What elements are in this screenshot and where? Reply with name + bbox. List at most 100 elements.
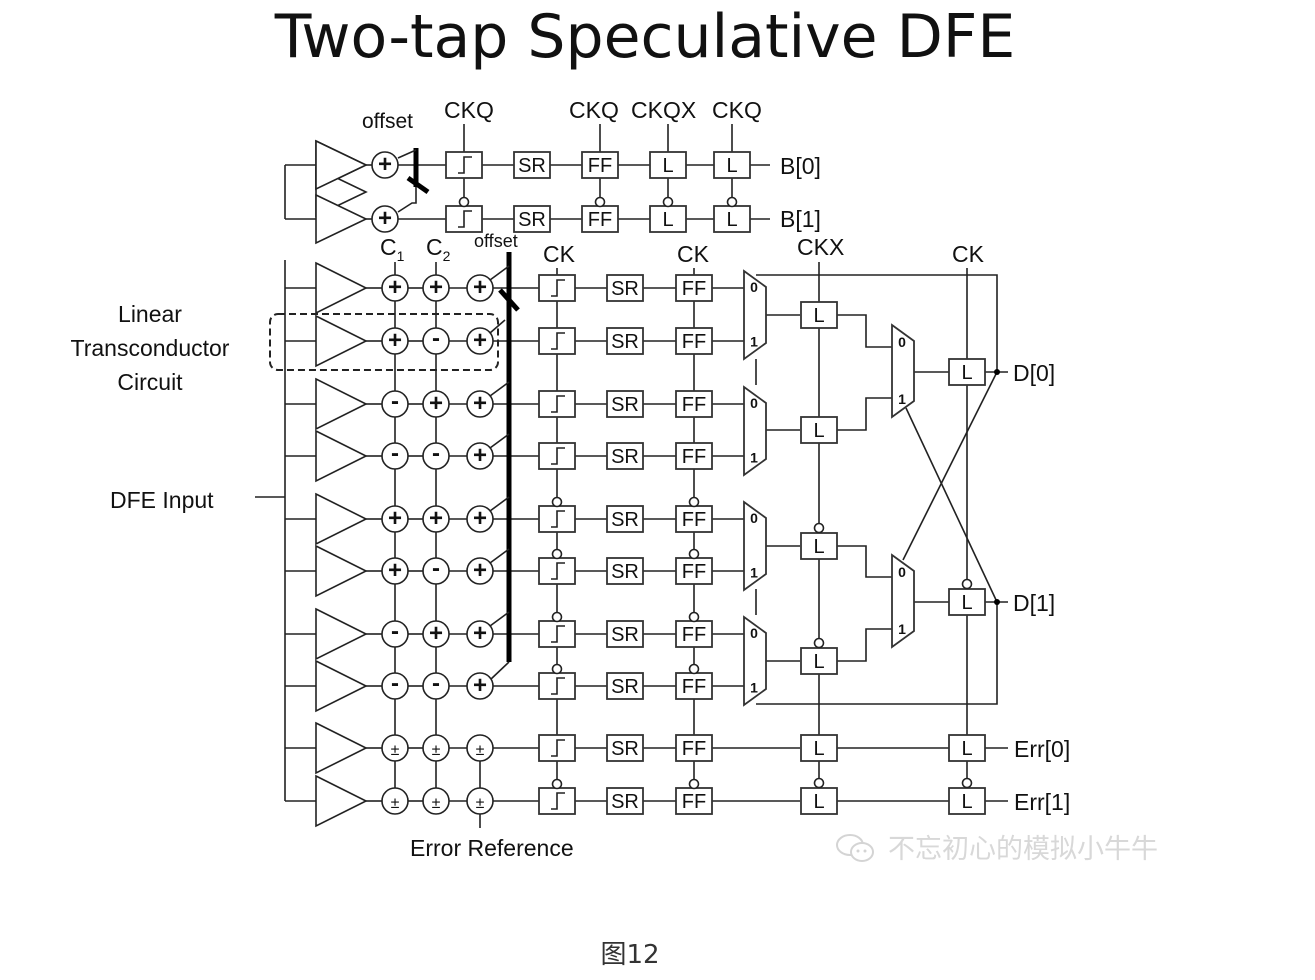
ff-clock-bubble	[688, 778, 700, 790]
top-latch-a-1-label: L	[662, 209, 673, 231]
flip-flop-0	[675, 274, 713, 302]
flip-flop-0-label: FF	[682, 278, 706, 300]
output-b0: B[0]	[780, 153, 821, 179]
amplifier-3-1	[315, 659, 368, 713]
figure-caption: 图12	[600, 940, 660, 970]
latch-stage2-3	[800, 647, 838, 675]
top-summer-1	[371, 205, 399, 233]
c1-summer-9-sign: ±	[391, 795, 400, 812]
shift-register-1-label: SR	[611, 331, 639, 353]
flip-flop-9-label: FF	[682, 791, 706, 813]
output-b1: B[1]	[780, 206, 821, 232]
c2-label: C2	[426, 234, 451, 264]
mux-stage2-1-in1-label: 1	[898, 621, 906, 637]
mux-stage1-1-in0-label: 0	[750, 395, 758, 411]
mux-stage2-0	[891, 323, 915, 419]
amplifier-1-0	[315, 377, 368, 431]
err-latch-b-0-label: L	[961, 738, 972, 760]
watermark-text: 不忘初心的模拟小牛牛	[888, 834, 1158, 865]
offset-summer-1-sign: +	[473, 327, 487, 354]
latch-stage2-2-label: L	[813, 536, 824, 558]
c1-subscript: 1	[397, 248, 405, 264]
top-latch-b-0-label: L	[726, 155, 737, 177]
comparator-step-icon	[551, 395, 565, 413]
flip-flop-8	[675, 734, 713, 762]
linear-transconductor-label-2: Transconductor	[71, 335, 230, 361]
latch-stage2-3-label: L	[813, 651, 824, 673]
c2-letter: C	[426, 234, 443, 260]
top-flip-flop-1-label: FF	[588, 209, 612, 231]
shift-register-7	[606, 672, 644, 700]
offset-feed-0	[489, 265, 510, 281]
c1-summer-7-sign: -	[391, 670, 399, 697]
mux-stage1-0-in0-label: 0	[750, 279, 758, 295]
c1-summer-4-sign: +	[388, 505, 402, 532]
mux-stage1-3	[743, 615, 767, 707]
top-clk-3-bubble	[726, 196, 738, 208]
amplifier-4-1	[315, 774, 368, 828]
latch-stage2-bubble	[813, 637, 825, 649]
comparator-step-icon	[551, 447, 565, 465]
offset-feed-3	[489, 433, 510, 449]
offset-feed-top	[397, 149, 417, 159]
mux-stage2-1-in0-label: 0	[898, 564, 906, 580]
latch-stage2-1	[800, 416, 838, 444]
comparator-step-icon	[458, 210, 472, 228]
output-latch-d0-label: L	[961, 362, 972, 384]
comparator-clock-bubble	[551, 611, 563, 623]
top-latch-a-0	[649, 151, 687, 179]
c2-summer-5	[422, 557, 450, 585]
amplifier-0-0	[315, 261, 368, 315]
offset-summer-7-sign: +	[473, 672, 487, 699]
offset-label-main: offset	[474, 231, 518, 251]
c2-summer-0	[422, 274, 450, 302]
c2-summer-8-sign: ±	[432, 742, 441, 759]
main-clock-ck-3: CK	[952, 241, 985, 267]
err-latch-a-0	[800, 734, 838, 762]
top-clk-1-bubble	[594, 196, 606, 208]
top-flip-flop-0-label: FF	[588, 155, 612, 177]
wire	[837, 628, 892, 662]
mux-stage1-2	[743, 500, 767, 592]
c1-label: C1	[380, 234, 405, 264]
c1-summer-3	[381, 442, 409, 470]
offset-summer-2	[466, 390, 494, 418]
cross-feedback-b	[902, 371, 998, 561]
top-latch-a-0-label: L	[662, 155, 673, 177]
offset-summer-4-sign: +	[473, 505, 487, 532]
wire	[837, 545, 892, 578]
top-shift-register-1-label: SR	[518, 209, 546, 231]
c2-summer-4-sign: +	[429, 505, 443, 532]
shift-register-5-label: SR	[611, 561, 639, 583]
offset-feed-6	[489, 611, 510, 627]
mux-stage1-0	[743, 269, 767, 361]
err-latch-a-1-label: L	[813, 791, 824, 813]
offset-summer-6	[466, 620, 494, 648]
wire	[837, 314, 892, 348]
wechat-icon	[836, 834, 874, 862]
comparator-clock-bubble	[551, 548, 563, 560]
flip-flop-7	[675, 672, 713, 700]
offset-summer-5	[466, 557, 494, 585]
junction-d0	[994, 369, 1000, 375]
mux-stage1-1	[743, 385, 767, 477]
offset-summer-0-sign: +	[473, 274, 487, 301]
c2-summer-6-sign: +	[429, 620, 443, 647]
offset-feed-7	[489, 661, 510, 681]
amplifier-2-1	[315, 544, 368, 598]
offset-summer-9	[466, 787, 494, 815]
comparator-step-icon	[458, 156, 472, 174]
error-reference-label: Error Reference	[410, 835, 574, 861]
c1-summer-0	[381, 274, 409, 302]
c2-summer-3	[422, 442, 450, 470]
c1-summer-9	[381, 787, 409, 815]
top-latch-b-1	[713, 205, 751, 233]
top-summer-1-sign: +	[378, 205, 392, 232]
offset-tick-main	[498, 288, 520, 312]
mux-stage1-2-in1-label: 1	[750, 565, 758, 581]
err-latch-b-1-label: L	[961, 791, 972, 813]
c1-summer-2-sign: -	[391, 388, 399, 415]
flip-flop-3	[675, 442, 713, 470]
output-d0: D[0]	[1013, 360, 1055, 386]
